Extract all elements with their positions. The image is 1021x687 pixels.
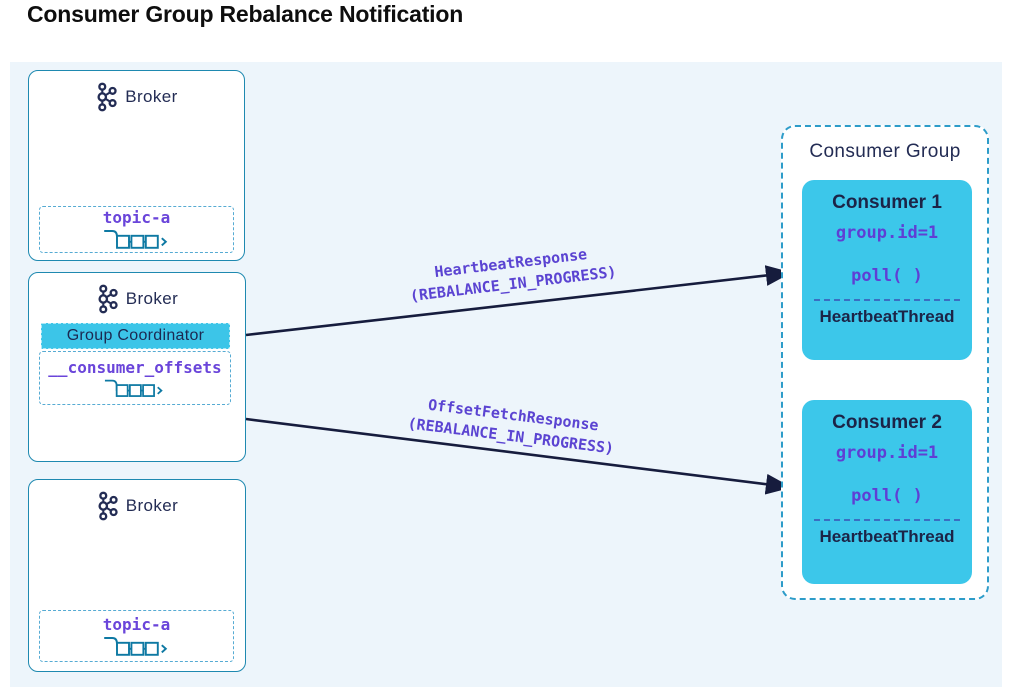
heartbeat-separator <box>814 519 960 521</box>
diagram-canvas: Broker topic-a <box>10 62 1002 687</box>
broker-label: Broker <box>125 289 179 308</box>
arrow-label-heartbeat: HeartbeatResponse (REBALANCE_IN_PROGRESS… <box>361 235 664 312</box>
poll-code: poll( ) <box>851 266 923 286</box>
group-id-code: group.id=1 <box>835 443 939 463</box>
broker-box-2: Broker Group Coordinator __consumer_offs… <box>28 272 246 462</box>
topic-name: __consumer_offsets <box>48 357 222 377</box>
kafka-logo-icon <box>98 491 118 521</box>
broker-header: Broker <box>29 491 245 521</box>
broker-label: Broker <box>125 87 178 106</box>
topic-box: topic-a <box>39 206 234 253</box>
consumer-group-title: Consumer Group <box>809 141 961 162</box>
topic-box: __consumer_offsets <box>39 351 231 405</box>
broker-header: Broker <box>29 284 245 314</box>
kafka-logo-icon <box>97 82 117 112</box>
poll-code: poll( ) <box>851 486 923 506</box>
topic-name: topic-a <box>102 208 171 227</box>
topic-box: topic-a <box>39 610 234 662</box>
page-title: Consumer Group Rebalance Notification <box>27 1 464 27</box>
consumer-box-1: Consumer 1 group.id=1 poll( ) HeartbeatT… <box>802 180 972 360</box>
heartbeat-thread-label: HeartbeatThread <box>819 307 955 326</box>
group-coordinator-box: Group Coordinator <box>41 323 230 349</box>
arrow-label-offsetfetch: OffsetFetchResponse (REBALANCE_IN_PROGRE… <box>361 387 664 465</box>
broker-box-1: Broker topic-a <box>28 70 245 261</box>
kafka-logo-icon <box>98 284 118 314</box>
broker-label: Broker <box>125 496 179 515</box>
consumer-name: Consumer 2 <box>832 412 942 433</box>
consumer-name: Consumer 1 <box>832 192 942 213</box>
partition-icon <box>103 230 167 249</box>
group-id-code: group.id=1 <box>835 223 939 243</box>
heartbeat-separator <box>814 299 960 301</box>
partition-icon <box>104 379 163 397</box>
broker-header: Broker <box>29 82 244 112</box>
topic-name: topic-a <box>102 614 171 634</box>
heartbeat-thread-label: HeartbeatThread <box>819 527 955 546</box>
broker-box-3: Broker topic-a <box>28 479 246 672</box>
consumer-box-2: Consumer 2 group.id=1 poll( ) HeartbeatT… <box>802 400 972 584</box>
consumer-group-panel: Consumer Group Consumer 1 group.id=1 pol… <box>781 125 989 600</box>
partition-icon <box>103 636 167 656</box>
